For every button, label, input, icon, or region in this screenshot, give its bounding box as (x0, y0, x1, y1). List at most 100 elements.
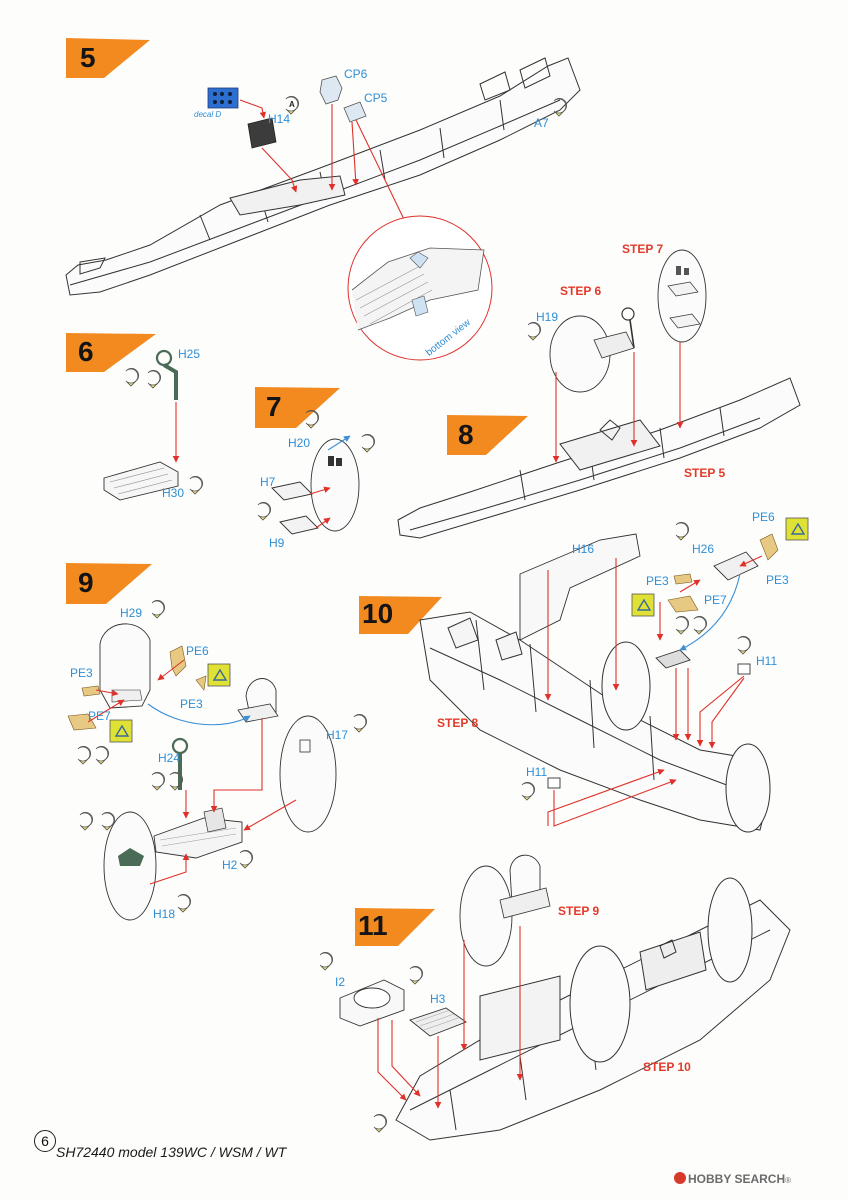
part-h3-floor (409, 1007, 467, 1037)
part-pe6-belts-9 (169, 645, 207, 691)
arrows-step8 (552, 342, 684, 463)
step6-insert (593, 307, 635, 359)
step-ref-7: STEP 7 (622, 242, 664, 256)
part-h7-plate (271, 481, 313, 501)
part-label-h17: H17 (326, 728, 349, 742)
part-label-cp5: CP5 (364, 91, 388, 105)
fuselage-step8 (397, 377, 801, 539)
part-h17-bulkhead (279, 715, 337, 833)
part-label-h11-b: H11 (526, 765, 548, 779)
arrows-step11 (377, 926, 524, 1109)
part-h11-windows (547, 663, 751, 789)
part-cp6-canopy (319, 75, 343, 105)
part-h26-panel (713, 551, 759, 581)
part-h18-bulkhead (103, 811, 157, 921)
svg-text:A: A (289, 100, 295, 109)
step-tab-7 (255, 387, 340, 428)
part-pe-belts-10 (667, 533, 779, 613)
cockpit-floor-9 (153, 807, 243, 859)
part-i2-ring (339, 979, 405, 1027)
part-label-pe7-9: PE7 (88, 709, 111, 723)
sprue-badge-letters: A (289, 100, 295, 109)
part-h30-floor (103, 461, 179, 501)
part-cp5-canopy (343, 101, 367, 123)
part-label-pe3-9a: PE3 (70, 666, 93, 680)
part-label-h16: H16 (572, 542, 595, 556)
sprue-badges-step8 (527, 321, 542, 341)
footer-title: SH72440 model 139WC / WSM / WT (56, 1144, 287, 1160)
part-label-h18: H18 (153, 907, 176, 921)
step9-insert (459, 854, 551, 967)
part-h20-bulkhead (310, 438, 360, 532)
step-tab-11 (355, 908, 435, 946)
part-h24-gun (171, 737, 189, 790)
step-ref-10: STEP 10 (643, 1060, 691, 1074)
photo-etch-badge-icon (109, 663, 231, 743)
part-pe3-belts-9 (81, 685, 101, 697)
part-label-h14: H14 (268, 112, 291, 126)
part-label-h20: H20 (288, 436, 311, 450)
step-tab-6 (66, 333, 156, 372)
part-pe7-belts-9 (67, 713, 97, 731)
fuselage-step11 (395, 877, 791, 1141)
part-label-h3: H3 (430, 992, 446, 1006)
part-h16-floor (519, 533, 641, 641)
arrows-step7 (309, 435, 351, 529)
step-number-10: 10 (362, 598, 394, 629)
step-number-11: 11 (358, 910, 388, 941)
part-h9-plate (279, 515, 319, 535)
page-number: 6 (34, 1130, 56, 1152)
arrows-step10 (544, 555, 763, 827)
watermark-text: HOBBY SEARCH® (688, 1172, 791, 1186)
part-label-h29: H29 (120, 606, 143, 620)
part-label-pe3-10a: PE3 (646, 574, 669, 588)
part-label-h11-a: H11 (756, 654, 778, 668)
watermark-brand-rest: OBBY SEARCH (696, 1172, 786, 1186)
seat-assembled-9 (237, 678, 279, 723)
part-label-pe7-10: PE7 (704, 593, 727, 607)
part-label-h26: H26 (692, 542, 715, 556)
photo-etch-badges-10 (631, 517, 809, 617)
part-label-i2: I2 (335, 975, 346, 989)
fuselage-step5 (65, 57, 581, 296)
step-ref-5: STEP 5 (684, 466, 726, 480)
arrows-step9 (87, 659, 297, 885)
step-ref-8: STEP 8 (437, 716, 479, 730)
part-label-h7: H7 (260, 475, 276, 489)
part-label-h24: H24 (158, 751, 181, 765)
part-label-pe3-9b: PE3 (180, 697, 203, 711)
part-label-cp6: CP6 (344, 67, 368, 81)
part-label-pe3-10b: PE3 (766, 573, 789, 587)
bottom-view-detail (347, 215, 493, 361)
part-label-h2: H2 (222, 858, 238, 872)
step-number-7: 7 (266, 391, 282, 422)
watermark-brand: H (688, 1172, 697, 1186)
step-number-6: 6 (78, 336, 94, 367)
seat-assembled-10 (655, 649, 691, 669)
part-h29-seat (99, 623, 151, 709)
part-label-h30: H30 (162, 486, 185, 500)
part-label-pe6-9: PE6 (186, 644, 209, 658)
step-number-9: 9 (78, 567, 94, 598)
step-ref-6: STEP 6 (560, 284, 602, 298)
part-label-h25: H25 (178, 347, 201, 361)
fuselage-step10 (419, 611, 771, 833)
step-tab-5 (66, 38, 150, 78)
part-label-a7: A7 (534, 116, 549, 130)
step-ref-9: STEP 9 (558, 904, 600, 918)
decal-sheet-icon (207, 87, 239, 109)
part-h14-panel (247, 117, 277, 149)
step-tab-9 (66, 563, 152, 604)
watermark-registered: ® (785, 1176, 792, 1185)
watermark-logo-icon (674, 1172, 686, 1184)
part-h25-gun (155, 349, 178, 400)
decal-note: decal D (194, 110, 222, 119)
step-number-5: 5 (80, 42, 96, 73)
part-label-h9: H9 (269, 536, 285, 550)
part-label-pe6-10: PE6 (752, 510, 775, 524)
step-tab-8 (447, 415, 528, 455)
step-tab-10 (359, 596, 442, 634)
part-label-h19: H19 (536, 310, 559, 324)
